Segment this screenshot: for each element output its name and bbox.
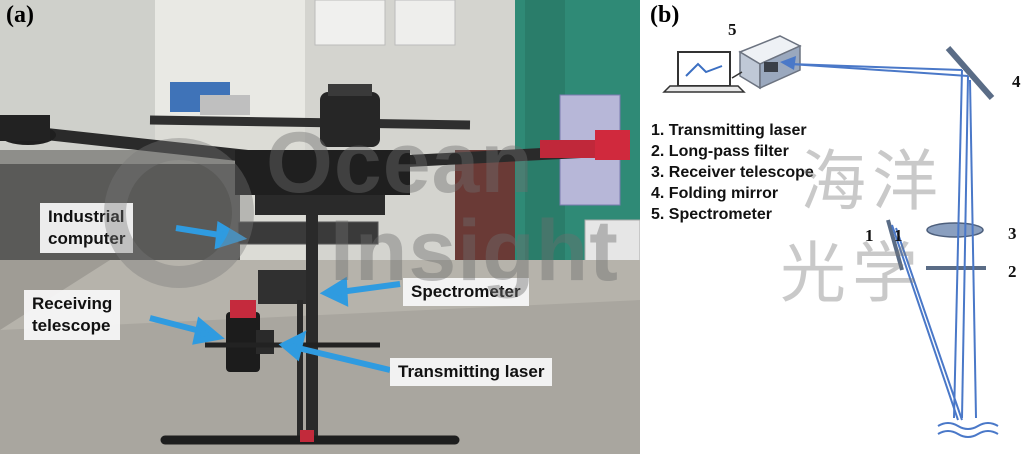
label-number-2: 2 bbox=[1008, 262, 1017, 281]
callout-line: Receiving bbox=[32, 294, 113, 313]
receiver-lens bbox=[926, 222, 984, 238]
legend-item: 4. Folding mirror bbox=[651, 185, 779, 202]
callout-arrows bbox=[149, 221, 401, 373]
folding-mirror bbox=[945, 46, 995, 100]
label-number-1: 1 bbox=[894, 226, 903, 245]
beam-arrowhead bbox=[780, 56, 796, 70]
transmitting-laser-callout: Transmitting laser bbox=[390, 358, 553, 386]
laser-element bbox=[886, 219, 904, 271]
light-beams bbox=[789, 63, 977, 421]
drone-photo-panel: (a) Industrial computer Receiving telesc… bbox=[0, 0, 640, 454]
optical-schematic bbox=[662, 35, 999, 438]
panel-b-label: (b) bbox=[650, 2, 680, 28]
receiving-telescope-callout: Receiving telescope bbox=[24, 290, 121, 340]
callout-line: Industrial bbox=[48, 207, 125, 226]
optical-schematic-panel: (b) 5 4 3 2 1 1 1. Transmitting laser 2.… bbox=[640, 0, 1024, 454]
label-number-3: 3 bbox=[1008, 224, 1017, 243]
legend-item: 5. Spectrometer bbox=[651, 206, 772, 223]
callout-line: telescope bbox=[32, 316, 111, 335]
water-surface bbox=[937, 422, 999, 438]
legend-item: 3. Receiver telescope bbox=[651, 164, 814, 181]
callout-line: computer bbox=[48, 229, 126, 248]
label-number-1: 1 bbox=[865, 226, 874, 245]
component-legend: 1. Transmitting laser 2. Long-pass filte… bbox=[651, 120, 814, 225]
legend-item: 1. Transmitting laser bbox=[651, 122, 807, 139]
spectrometer-icon bbox=[738, 35, 802, 90]
legend-item: 2. Long-pass filter bbox=[651, 143, 789, 160]
industrial-computer-callout: Industrial computer bbox=[40, 203, 134, 253]
label-number-4: 4 bbox=[1012, 72, 1021, 91]
spectrometer-callout: Spectrometer bbox=[403, 278, 529, 306]
panel-a-label: (a) bbox=[6, 2, 34, 28]
laptop-icon bbox=[662, 51, 746, 93]
label-number-5: 5 bbox=[728, 20, 737, 39]
